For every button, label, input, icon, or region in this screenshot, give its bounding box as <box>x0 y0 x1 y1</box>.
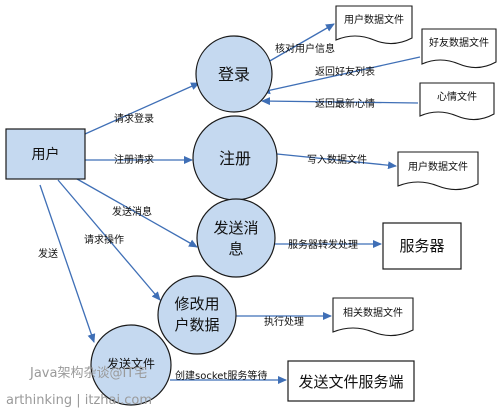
node-modify-user: 修改用 户数据 <box>157 275 237 355</box>
doc-related-data-file: 相关数据文件 <box>332 297 414 337</box>
node-send-message: 发送消 息 <box>196 198 276 278</box>
label-send: 发送 <box>38 247 58 260</box>
node-file-server-box <box>287 360 415 402</box>
doc-user-data-file-reg-label: 用户数据文件 <box>408 160 468 173</box>
doc-mood-file: 心情文件 <box>419 82 495 121</box>
edges <box>39 23 421 384</box>
edge-friendfile-login <box>261 56 421 95</box>
edge-user-login <box>84 82 200 135</box>
label-request-operation: 请求操作 <box>84 233 124 246</box>
doc-user-data-file-top-shape <box>335 5 413 45</box>
doc-user-data-file-reg-shape <box>397 151 479 191</box>
node-send-message-label-1: 发送消 <box>213 219 258 237</box>
doc-user-data-file-top: 用户数据文件 <box>335 5 413 45</box>
watermark-line-1: Java架构杂谈@IT宅 <box>29 366 147 381</box>
node-send-file: 发送文件 <box>90 324 172 406</box>
label-request-login: 请求登录 <box>114 112 154 125</box>
edge-moodfile-login <box>261 97 419 106</box>
watermark-line-2: arthinking | itzhai.com <box>6 393 152 408</box>
doc-friend-data-file-shape <box>421 28 497 69</box>
node-login: 登录 <box>195 35 273 113</box>
node-user-label: 用户 <box>32 146 60 163</box>
node-file-server-label: 发送文件服务端 <box>298 373 403 391</box>
node-user: 用户 <box>5 128 86 180</box>
doc-mood-file-shape <box>419 82 495 121</box>
label-send-message: 发送消息 <box>112 205 152 218</box>
node-server-label: 服务器 <box>399 237 444 255</box>
label-verify-user-info: 核对用户信息 <box>275 42 335 55</box>
edge-user-sendfile <box>39 184 96 343</box>
node-login-circle <box>195 35 273 113</box>
edge-user-modify <box>57 179 161 301</box>
label-return-friend-list: 返回好友列表 <box>315 65 375 78</box>
doc-user-data-file-reg: 用户数据文件 <box>397 151 479 191</box>
label-server-forward: 服务器转发处理 <box>288 238 358 251</box>
edge-labels: 请求登录 注册请求 发送消息 请求操作 发送 核对用户信息 返回好友列表 返回最… <box>38 42 375 382</box>
node-server-box <box>382 222 462 270</box>
node-modify-user-circle <box>157 275 237 355</box>
watermark: Java架构杂谈@IT宅 arthinking | itzhai.com <box>6 366 152 408</box>
label-register-request: 注册请求 <box>114 153 154 166</box>
node-file-server: 发送文件服务端 <box>287 360 415 402</box>
edge-login-userfile <box>267 23 335 63</box>
label-execute-process: 执行处理 <box>264 315 304 328</box>
doc-friend-data-file-label: 好友数据文件 <box>429 36 489 49</box>
doc-friend-data-file: 好友数据文件 <box>421 28 497 69</box>
doc-mood-file-label: 心情文件 <box>437 90 477 103</box>
label-create-socket-wait: 创建socket服务等待 <box>175 369 267 382</box>
doc-related-data-file-shape <box>332 297 414 337</box>
edge-user-sendmsg <box>69 174 198 248</box>
node-send-file-circle <box>90 324 172 406</box>
node-register-label: 注册 <box>219 149 251 168</box>
doc-related-data-file-label: 相关数据文件 <box>343 306 403 319</box>
edge-register-regfile <box>276 153 397 170</box>
node-send-file-label: 发送文件 <box>107 356 155 371</box>
node-modify-user-label-2: 户数据 <box>174 316 219 334</box>
node-modify-user-label-1: 修改用 <box>174 295 219 313</box>
node-user-box <box>5 128 86 180</box>
node-send-message-label-2: 息 <box>228 240 243 258</box>
label-return-latest-mood: 返回最新心情 <box>315 97 375 110</box>
label-write-data-file: 写入数据文件 <box>307 153 367 166</box>
node-send-message-circle <box>196 198 276 278</box>
doc-user-data-file-top-label: 用户数据文件 <box>344 13 404 26</box>
node-server: 服务器 <box>382 222 462 270</box>
node-register: 注册 <box>192 115 278 201</box>
node-login-label: 登录 <box>218 65 250 84</box>
